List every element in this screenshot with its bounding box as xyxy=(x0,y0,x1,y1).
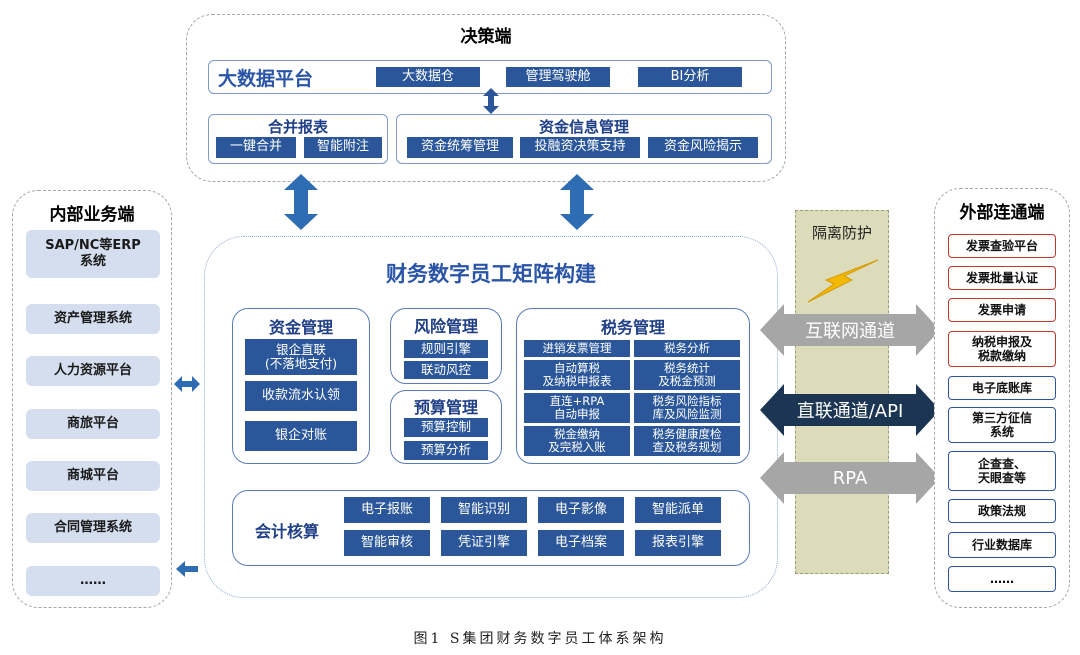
tax-item-7[interactable]: 税务健康度检 查及税务规划 xyxy=(634,426,740,456)
accounting-title: 会计核算 xyxy=(254,522,319,541)
internal-item-travel[interactable]: 商旅平台 xyxy=(26,409,160,439)
accounting-item-3[interactable]: 智能派单 xyxy=(635,497,721,523)
horizontal-double-arrow-icon xyxy=(174,376,200,392)
risk-mgmt-title: 风险管理 xyxy=(413,317,478,336)
merge-report-title: 合并报表 xyxy=(267,118,328,136)
budget-mgmt-item-0[interactable]: 预算控制 xyxy=(404,418,488,437)
fund-info-item-0[interactable]: 资金统筹管理 xyxy=(407,137,513,158)
accounting-item-1[interactable]: 智能识别 xyxy=(441,497,527,523)
fund-mgmt-item-0[interactable]: 银企直联 (不落地支付) xyxy=(245,339,357,375)
fund-mgmt-item-2[interactable]: 银企对账 xyxy=(245,421,357,451)
double-arrow-icon xyxy=(483,88,499,114)
tax-item-2[interactable]: 自动算税 及纳税申报表 xyxy=(524,360,630,390)
merge-item-0[interactable]: 一键合并 xyxy=(216,137,296,158)
external-item-credit[interactable]: 第三方征信 系统 xyxy=(948,407,1056,443)
internal-item-asset[interactable]: 资产管理系统 xyxy=(26,304,160,334)
fund-mgmt-item-1[interactable]: 收款流水认领 xyxy=(245,381,357,411)
external-item-invoice-check[interactable]: 发票查验平台 xyxy=(948,234,1056,258)
bigdata-item-0[interactable]: 大数据仓 xyxy=(376,67,480,87)
bigdata-title: 大数据平台 xyxy=(218,68,314,90)
vertical-double-arrow-icon xyxy=(560,174,594,230)
fund-mgmt-title: 资金管理 xyxy=(268,318,333,337)
internet-channel-label: 互联网通道 xyxy=(805,321,895,342)
direct-api-channel-arrow xyxy=(760,384,940,436)
tax-item-6[interactable]: 税金缴纳 及完税入账 xyxy=(524,426,630,456)
left-arrow-icon xyxy=(176,561,198,577)
decision-title: 决策端 xyxy=(460,27,512,47)
rpa-channel-arrow xyxy=(760,452,940,504)
tax-item-3[interactable]: 税务统计 及税金预测 xyxy=(634,360,740,390)
vertical-double-arrow-icon xyxy=(284,174,318,230)
bigdata-item-2[interactable]: BI分析 xyxy=(638,67,742,87)
fund-info-item-1[interactable]: 投融资决策支持 xyxy=(520,137,640,158)
isolation-title: 隔离防护 xyxy=(811,224,872,242)
internal-item-hr[interactable]: 人力资源平台 xyxy=(26,356,160,386)
fund-info-title: 资金信息管理 xyxy=(538,118,629,136)
internal-item-mall[interactable]: 商城平台 xyxy=(26,461,160,491)
external-title: 外部连通端 xyxy=(959,203,1045,223)
tax-item-0[interactable]: 进销发票管理 xyxy=(524,340,630,357)
matrix-title: 财务数字员工矩阵构建 xyxy=(386,262,596,286)
fund-info-item-2[interactable]: 资金风险揭示 xyxy=(648,137,758,158)
budget-mgmt-item-1[interactable]: 预算分析 xyxy=(404,441,488,460)
external-item-invoice-batch[interactable]: 发票批量认证 xyxy=(948,266,1056,290)
internal-item-contract[interactable]: 合同管理系统 xyxy=(26,513,160,543)
bigdata-item-1[interactable]: 管理驾驶舱 xyxy=(506,67,610,87)
direct-api-channel-label: 直联通道/API xyxy=(796,401,904,422)
external-item-more: …… xyxy=(948,566,1056,592)
tax-mgmt-title: 税务管理 xyxy=(600,318,665,337)
tax-item-4[interactable]: 直连+RPA 自动申报 xyxy=(524,393,630,423)
internal-item-erp[interactable]: SAP/NC等ERP 系统 xyxy=(26,230,160,278)
accounting-item-2[interactable]: 电子影像 xyxy=(538,497,624,523)
external-item-tax-filing[interactable]: 纳税申报及 税款缴纳 xyxy=(948,331,1056,367)
rpa-channel-label: RPA xyxy=(832,467,868,489)
internet-channel-arrow xyxy=(760,304,940,356)
merge-item-1[interactable]: 智能附注 xyxy=(304,137,382,158)
external-item-e-ledger[interactable]: 电子底账库 xyxy=(948,376,1056,400)
external-item-industry-db[interactable]: 行业数据库 xyxy=(948,532,1056,558)
risk-mgmt-item-1[interactable]: 联动风控 xyxy=(404,361,488,379)
external-item-policy[interactable]: 政策法规 xyxy=(948,499,1056,523)
accounting-item-6[interactable]: 电子档案 xyxy=(538,530,624,556)
isolation-zone xyxy=(795,210,889,574)
risk-mgmt-item-0[interactable]: 规则引擎 xyxy=(404,340,488,358)
accounting-item-5[interactable]: 凭证引擎 xyxy=(441,530,527,556)
internal-title: 内部业务端 xyxy=(49,205,135,225)
tax-item-5[interactable]: 税务风险指标 库及风险监测 xyxy=(634,393,740,423)
tax-item-1[interactable]: 税务分析 xyxy=(634,340,740,357)
lightning-icon xyxy=(807,259,879,303)
budget-mgmt-title: 预算管理 xyxy=(413,398,478,417)
figure-caption: 图1 S集团财务数字员工体系架构 xyxy=(413,631,667,647)
accounting-item-7[interactable]: 报表引擎 xyxy=(635,530,721,556)
accounting-item-0[interactable]: 电子报账 xyxy=(344,497,430,523)
external-item-invoice-apply[interactable]: 发票申请 xyxy=(948,298,1056,322)
accounting-item-4[interactable]: 智能审核 xyxy=(344,530,430,556)
external-item-company-search[interactable]: 企查查、 天眼查等 xyxy=(948,451,1056,491)
internal-item-more: …… xyxy=(26,566,160,596)
